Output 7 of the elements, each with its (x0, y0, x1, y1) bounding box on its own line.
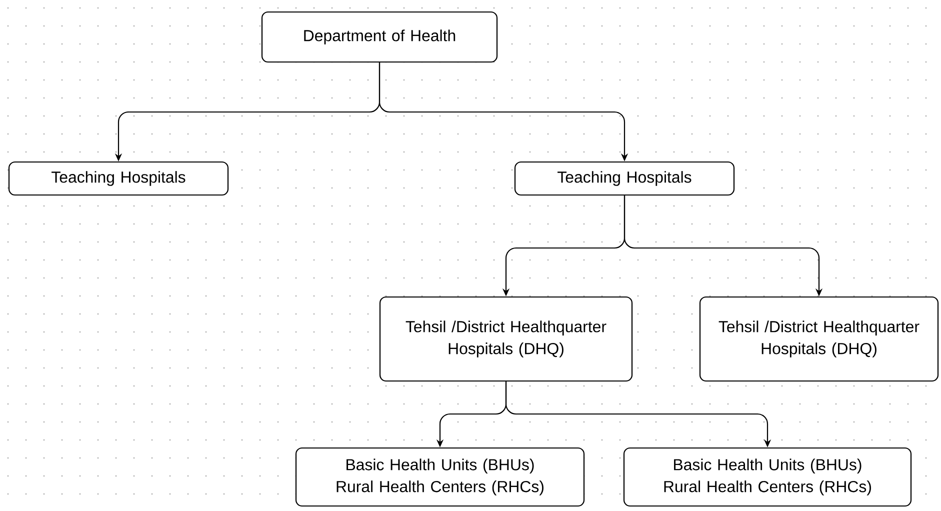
org-box: Teaching Hospitals (514, 161, 735, 196)
org-box: Tehsil /District Healthquarter Hospitals (DHQ) (379, 296, 633, 382)
org-box: Basic Health Units (BHUs) Rural Health Centers (RHCs) (295, 447, 585, 507)
org-box: Teaching Hospitals (8, 161, 229, 196)
org-box: Tehsil /District Healthquarter Hospitals (DHQ) (699, 296, 939, 382)
org-box: Basic Health Units (BHUs) Rural Health Centers (RHCs) (623, 447, 912, 507)
org-box: Department of Health (261, 11, 498, 63)
